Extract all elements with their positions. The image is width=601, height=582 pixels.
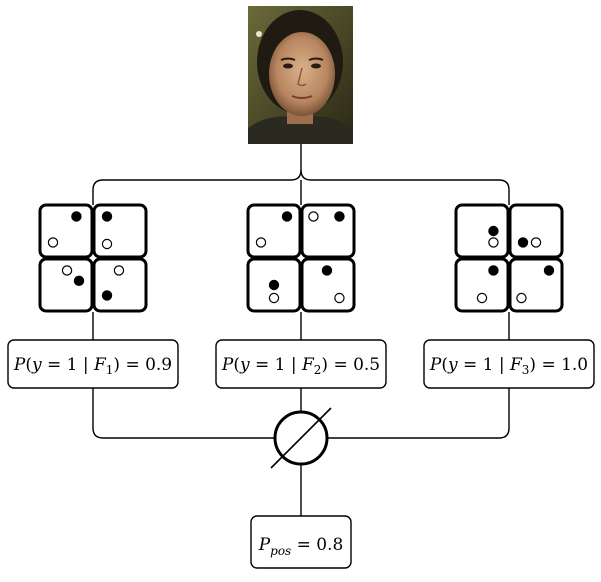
negative-sample-dot	[308, 211, 319, 222]
fern-1-grid	[38, 203, 148, 313]
svg-text:P(y = 1 | F2) = 0.5: P(y = 1 | F2) = 0.5	[221, 355, 380, 377]
positive-sample-dot	[321, 265, 333, 276]
grid-to-box-connectors	[92, 312, 510, 340]
fern-cell	[38, 257, 94, 313]
negative-sample-dot	[488, 237, 499, 248]
positive-sample-dot	[543, 265, 555, 276]
negative-sample-dot	[476, 292, 488, 304]
fern-1-probability-box: P(y = 1 | F1) = 0.9	[7, 339, 179, 389]
positive-sample-dot	[101, 211, 113, 222]
fern-cell	[92, 203, 148, 259]
svg-text:Ppos = 0.8: Ppos = 0.8	[258, 535, 344, 558]
result-box: Ppos = 0.8	[250, 515, 352, 569]
positive-sample-dot	[488, 225, 499, 237]
fern-cell	[508, 257, 564, 313]
negative-sample-dot	[268, 292, 280, 304]
top-connectors	[92, 144, 510, 205]
negative-sample-dot	[530, 237, 542, 248]
negative-sample-dot	[516, 292, 527, 304]
bottom-connectors	[92, 388, 510, 516]
positive-sample-dot	[517, 237, 529, 248]
negative-sample-dot	[61, 265, 73, 276]
empty-set-icon	[270, 407, 332, 469]
negative-sample-dot	[113, 265, 125, 276]
positive-sample-dot	[281, 211, 293, 222]
positive-sample-dot	[71, 211, 82, 222]
positive-sample-dot	[101, 290, 113, 301]
fern-3-probability-box: P(y = 1 | F3) = 1.0	[423, 339, 595, 389]
negative-sample-dot	[334, 292, 345, 304]
fern-cell	[38, 203, 94, 259]
negative-sample-dot	[47, 237, 59, 248]
positive-sample-dot	[73, 275, 85, 287]
fern-cell	[454, 203, 510, 259]
positive-sample-dot	[268, 279, 280, 291]
ferns-layer	[38, 203, 564, 313]
fern-2-probability-box: P(y = 1 | F2) = 0.5	[215, 339, 387, 389]
face-photo	[248, 6, 353, 144]
fern-cell	[454, 257, 510, 313]
fern-cell	[508, 203, 564, 259]
fern-2-grid	[246, 203, 356, 313]
fern-3-grid	[454, 203, 564, 313]
positive-sample-dot	[488, 265, 499, 276]
svg-text:P(y = 1 | F1) = 0.9: P(y = 1 | F1) = 0.9	[13, 355, 172, 377]
positive-sample-dot	[334, 211, 345, 222]
negative-sample-dot	[255, 237, 267, 248]
negative-sample-dot	[101, 238, 113, 250]
svg-text:P(y = 1 | F3) = 1.0: P(y = 1 | F3) = 1.0	[429, 355, 588, 377]
fern-cell	[246, 203, 302, 259]
